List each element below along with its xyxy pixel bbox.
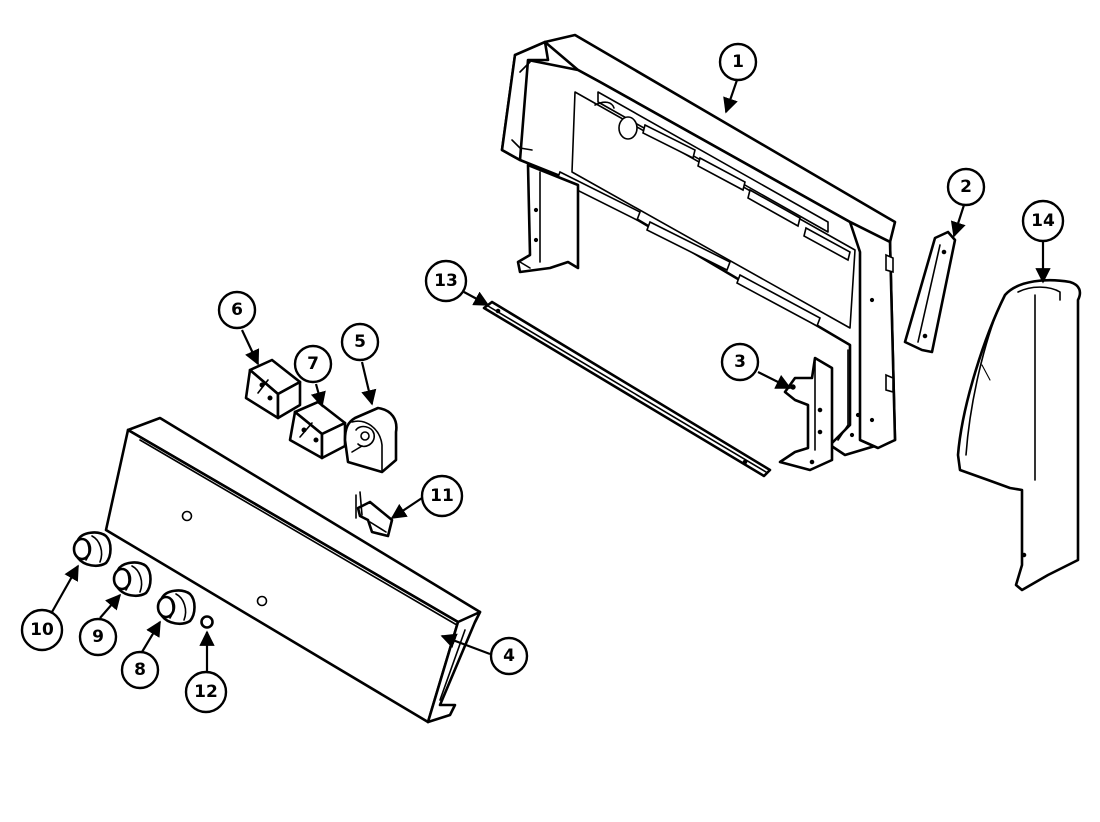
callout-10: 10 bbox=[20, 608, 64, 652]
part-end-cap bbox=[956, 278, 1082, 592]
part-backguard-panel bbox=[500, 33, 897, 457]
callout-label-3: 3 bbox=[734, 352, 746, 372]
callout-5: 5 bbox=[340, 322, 380, 362]
callout-label-13: 13 bbox=[434, 271, 458, 291]
part-control-panel bbox=[104, 416, 482, 724]
callout-2: 2 bbox=[946, 167, 986, 207]
part-mounting-bracket bbox=[778, 356, 834, 472]
callout-4: 4 bbox=[489, 636, 529, 676]
callout-label-11: 11 bbox=[430, 486, 454, 506]
part-infinite-switch bbox=[343, 406, 398, 474]
part-push-button bbox=[200, 615, 214, 629]
part-switch-7 bbox=[288, 400, 347, 460]
callout-label-14: 14 bbox=[1031, 211, 1055, 231]
callout-12: 12 bbox=[184, 670, 228, 714]
part-knob-9 bbox=[112, 561, 152, 598]
callout-7: 7 bbox=[293, 344, 333, 384]
callout-3: 3 bbox=[720, 342, 760, 382]
part-clip bbox=[355, 491, 394, 538]
part-knob-10 bbox=[72, 531, 112, 568]
callout-1: 1 bbox=[718, 42, 758, 82]
part-support-bar bbox=[482, 300, 772, 478]
callout-label-4: 4 bbox=[503, 646, 515, 666]
leader-lines bbox=[51, 79, 1051, 672]
callout-label-5: 5 bbox=[354, 332, 366, 352]
callout-14: 14 bbox=[1021, 199, 1065, 243]
callout-label-12: 12 bbox=[194, 682, 218, 702]
callout-label-10: 10 bbox=[30, 620, 54, 640]
part-knob-8 bbox=[156, 589, 196, 626]
callout-11: 11 bbox=[420, 474, 464, 518]
callout-label-9: 9 bbox=[92, 627, 104, 647]
callout-9: 9 bbox=[78, 617, 118, 657]
callout-label-8: 8 bbox=[134, 660, 146, 680]
part-side-bracket bbox=[903, 230, 957, 354]
callout-label-7: 7 bbox=[307, 354, 319, 374]
callout-8: 8 bbox=[120, 650, 160, 690]
callout-13: 13 bbox=[424, 259, 468, 303]
callout-label-1: 1 bbox=[732, 52, 744, 72]
part-switch-6 bbox=[244, 358, 302, 420]
callout-label-2: 2 bbox=[960, 177, 972, 197]
callout-label-6: 6 bbox=[231, 300, 243, 320]
callout-6: 6 bbox=[217, 290, 257, 330]
